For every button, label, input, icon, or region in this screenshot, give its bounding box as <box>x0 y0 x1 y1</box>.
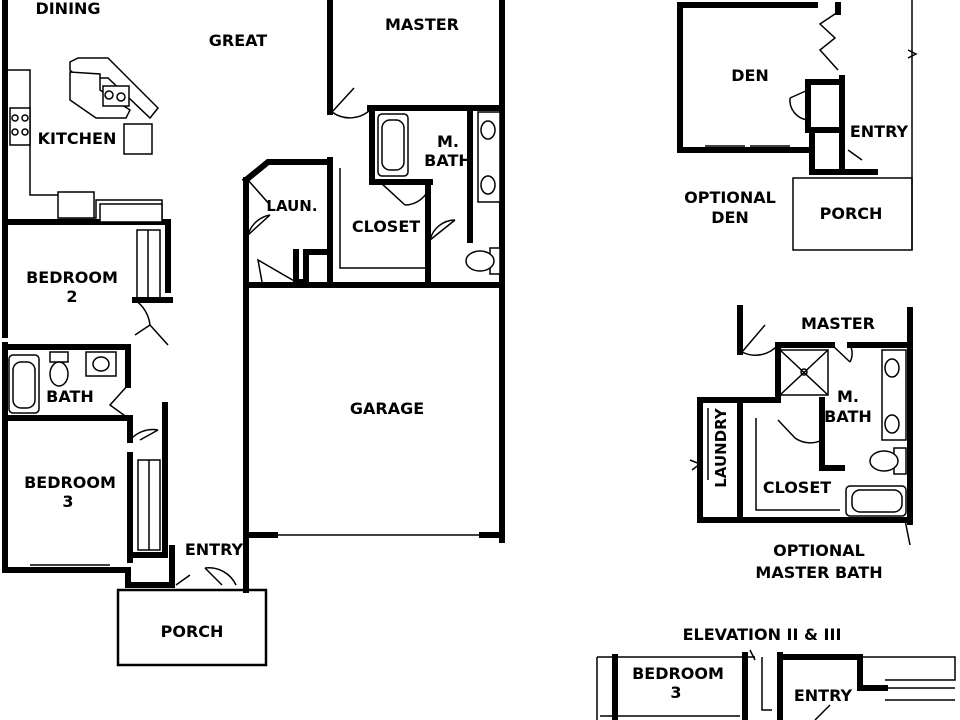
caption-optional-den-line1: OPTIONAL <box>684 188 776 207</box>
main-floor-plan: DINING GREAT MASTER KITCHEN M. BATH LAUN… <box>2 0 505 667</box>
optional-den-plan: DEN ENTRY PORCH OPTIONAL DEN <box>677 0 918 251</box>
caption-optional-master-bath-line2: MASTER BATH <box>755 563 882 582</box>
label-den-entry: ENTRY <box>850 122 909 141</box>
main-walls <box>2 0 505 593</box>
porch-slab-main <box>116 588 268 667</box>
label-opt-master: MASTER <box>801 314 875 333</box>
windows-main <box>3 264 110 569</box>
bath-fixtures-main <box>8 111 501 414</box>
label-bedroom2-line1: BEDROOM <box>26 268 118 287</box>
room-labels-main: DINING GREAT MASTER KITCHEN M. BATH LAUN… <box>24 0 472 641</box>
label-bath: BATH <box>46 387 94 406</box>
optional-master-bath-plan: MASTER M. BATH LAUNDRY CLOSET OPTIONAL M… <box>689 305 913 582</box>
label-m-bath-line2: BATH <box>424 151 472 170</box>
label-opt-closet: CLOSET <box>763 478 831 497</box>
caption-optional-master-bath-line1: OPTIONAL <box>773 541 865 560</box>
elevation-title: ELEVATION II & III <box>683 625 842 644</box>
label-great: GREAT <box>209 31 268 50</box>
label-opt-m-bath-line2: BATH <box>824 407 872 426</box>
caption-optional-den-line2: DEN <box>711 208 749 227</box>
label-closet: CLOSET <box>352 217 420 236</box>
label-elev-bedroom-line2: 3 <box>670 683 681 702</box>
label-kitchen: KITCHEN <box>38 129 117 148</box>
label-dining: DINING <box>35 0 100 18</box>
label-opt-m-bath-line1: M. <box>837 387 859 406</box>
door-swings-main <box>108 87 456 586</box>
label-entry: ENTRY <box>185 540 244 559</box>
label-den-porch: PORCH <box>820 204 883 223</box>
label-elev-bedroom-line1: BEDROOM <box>632 664 724 683</box>
elevation-plan: ELEVATION II & III BEDROOM 3 ENTRY <box>596 625 956 720</box>
label-laundry: LAUN. <box>266 197 317 215</box>
label-bedroom2-line2: 2 <box>66 287 77 306</box>
label-den: DEN <box>731 66 769 85</box>
label-bedroom3-line1: BEDROOM <box>24 473 116 492</box>
label-bedroom3-line2: 3 <box>62 492 73 511</box>
label-garage: GARAGE <box>350 399 424 418</box>
label-opt-laundry: LAUNDRY <box>712 407 730 488</box>
label-porch: PORCH <box>161 622 224 641</box>
label-elev-entry: ENTRY <box>794 686 853 705</box>
kitchen-counters <box>9 57 163 223</box>
label-m-bath-line1: M. <box>437 132 459 151</box>
label-master: MASTER <box>385 15 459 34</box>
